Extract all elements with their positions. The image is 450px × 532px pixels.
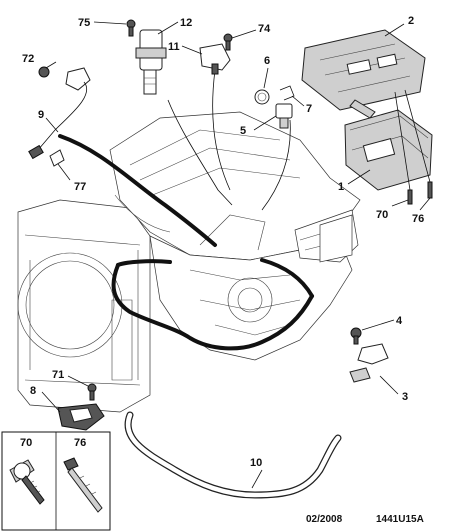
callout-3: 3 xyxy=(402,391,408,403)
position-sensor-part-11 xyxy=(199,43,231,75)
ecu-screw-70 xyxy=(407,189,413,205)
hose-part-10 xyxy=(124,411,342,499)
callout-10: 10 xyxy=(250,457,262,469)
inset-label-70: 70 xyxy=(20,437,32,449)
inset-screw-76 xyxy=(63,457,103,513)
callout-8: 8 xyxy=(30,385,36,397)
ecu-screw-76 xyxy=(427,181,433,199)
callout-5: 5 xyxy=(240,125,246,137)
screw-part-72 xyxy=(38,66,50,78)
seal-ring-part-6 xyxy=(254,89,270,105)
callout-9: 9 xyxy=(38,109,44,121)
callout-6: 6 xyxy=(264,55,270,67)
callout-7: 7 xyxy=(306,103,312,115)
leader-lines xyxy=(41,21,431,489)
callout-4: 4 xyxy=(396,315,403,327)
knock-sensor-part-9 xyxy=(28,67,91,160)
callout-2: 2 xyxy=(408,15,414,27)
clip-part-77 xyxy=(49,149,65,167)
engine-assembly xyxy=(17,111,361,413)
clip-part-7 xyxy=(279,85,295,101)
callout-77: 77 xyxy=(74,181,86,193)
footer: 02/2008 1441U15A xyxy=(306,514,424,525)
callout-75: 75 xyxy=(78,17,90,29)
ecu-bracket-part-2 xyxy=(301,29,426,119)
screw-part-4 xyxy=(350,327,362,345)
callout-70: 70 xyxy=(376,209,388,221)
screw-part-75 xyxy=(126,19,136,37)
screw-inset: 70 76 xyxy=(1,431,111,531)
wiring-harness xyxy=(58,69,314,351)
callout-labels: 75 12 74 2 11 72 6 7 9 5 77 1 70 76 4 71… xyxy=(22,15,424,469)
callout-71: 71 xyxy=(52,369,64,381)
callout-12: 12 xyxy=(180,17,192,29)
callout-1: 1 xyxy=(338,181,344,193)
callout-74: 74 xyxy=(258,23,271,35)
sensor-part-8 xyxy=(57,403,105,431)
inset-label-76: 76 xyxy=(74,437,86,449)
footer-reference: 1441U15A xyxy=(376,514,424,525)
callout-11: 11 xyxy=(168,41,180,53)
callout-72: 72 xyxy=(22,53,34,65)
temperature-sensor-part-5 xyxy=(275,103,293,129)
screw-part-74 xyxy=(223,33,233,51)
ecu-part-1 xyxy=(344,109,433,191)
solenoid-valve-part-12 xyxy=(135,29,167,95)
inset-screw-70 xyxy=(9,459,45,505)
crank-sensor-part-3 xyxy=(349,343,389,383)
footer-date: 02/2008 xyxy=(306,514,343,525)
screw-part-71 xyxy=(87,383,97,401)
callout-76: 76 xyxy=(412,213,424,225)
